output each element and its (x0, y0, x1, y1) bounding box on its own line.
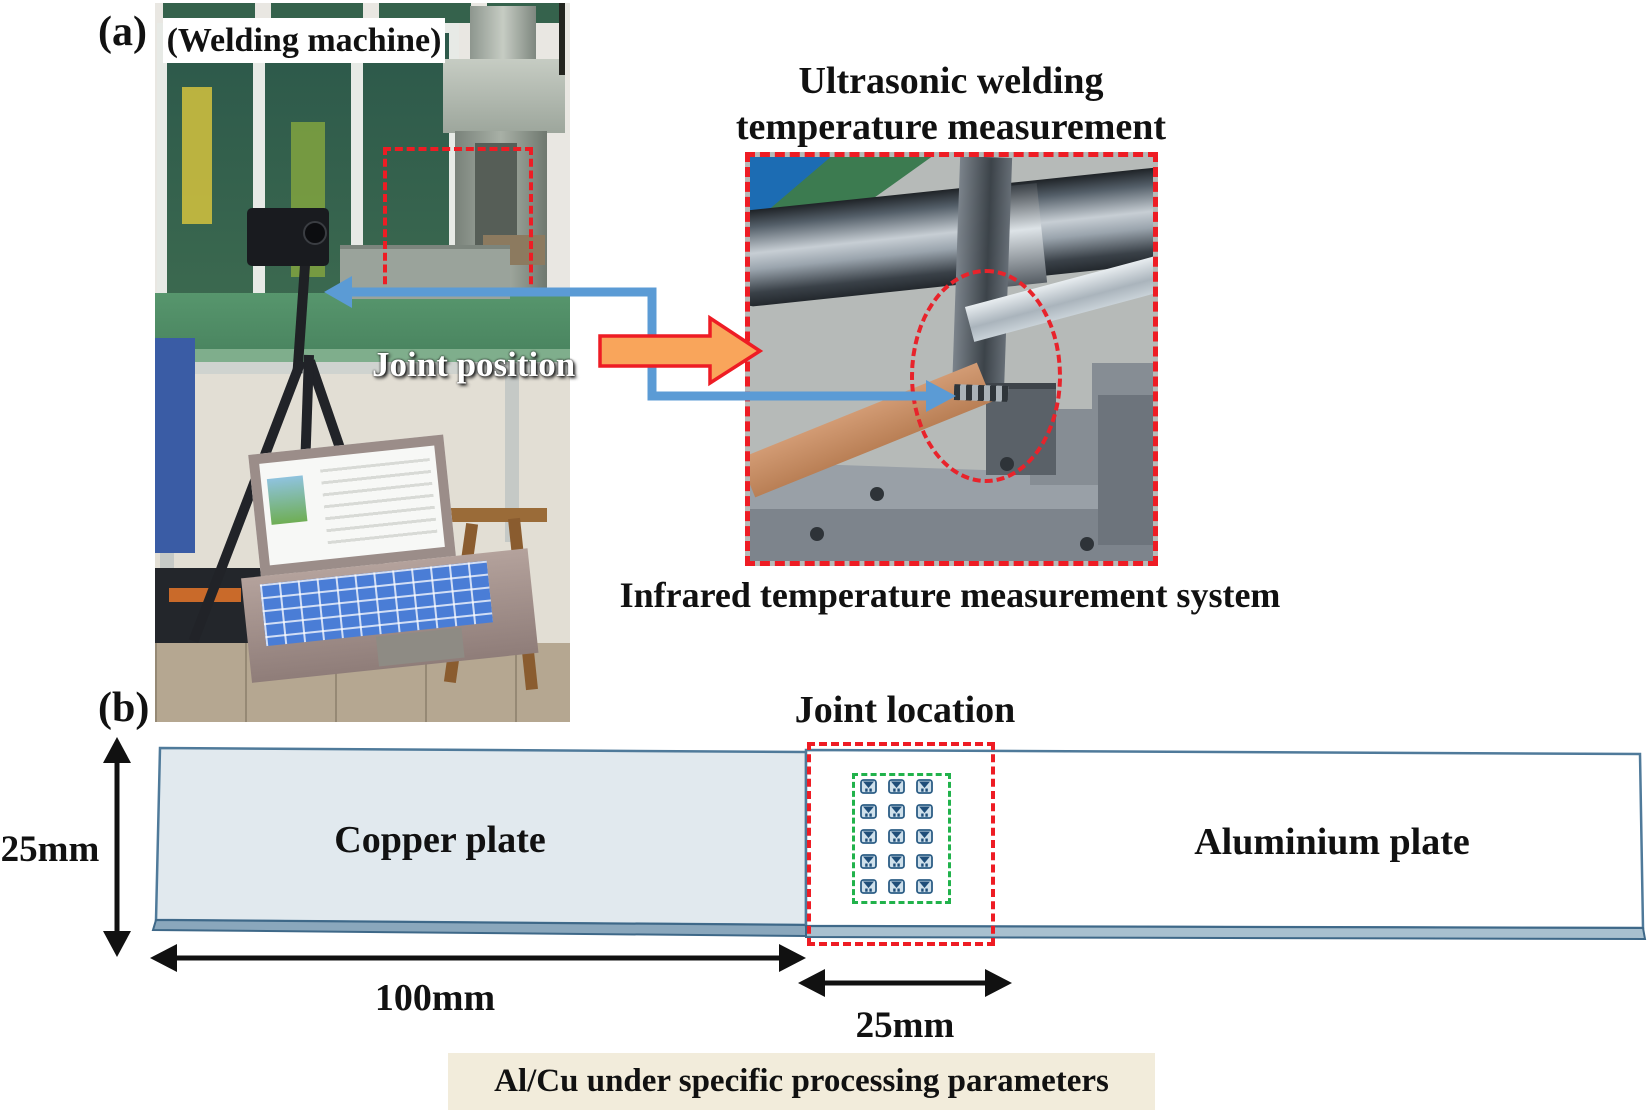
green-table (155, 293, 570, 351)
joint-width-dimension-label: 25mm (855, 1005, 955, 1046)
weld-head-highlight-box (383, 147, 533, 296)
panel-a-label: (a) (98, 9, 147, 55)
clamp-block-right (1098, 395, 1153, 545)
poster (182, 86, 212, 224)
weld-spot-icon (860, 854, 877, 869)
copper-plate-thickness-edge (151, 918, 807, 938)
screen-text-lines (320, 458, 438, 550)
bolt (810, 527, 824, 541)
frame-post (505, 374, 519, 542)
laptop (227, 418, 547, 702)
weld-spot-icon (888, 854, 905, 869)
length-arrowhead-left (150, 944, 177, 972)
aluminium-plate-label: Aluminium plate (1194, 821, 1470, 863)
height-arrowhead-top (103, 737, 131, 763)
weld-spot-icon (888, 779, 905, 794)
copper-length-dimension-label: 100mm (374, 977, 496, 1019)
detail-photo-caption: Infrared temperature measurement system (619, 575, 1281, 615)
joint-arrowhead-right (985, 969, 1012, 997)
weld-spot-grid (860, 779, 944, 904)
weld-spot-icon (888, 804, 905, 819)
detail-photo-title: Ultrasonic welding temperature measureme… (700, 58, 1202, 151)
weld-spot-icon (888, 879, 905, 894)
detail-title-line2: temperature measurement (735, 106, 1167, 149)
joint-position-label: Joint position (372, 345, 576, 384)
stool (443, 508, 547, 522)
blue-cabinet (155, 338, 195, 553)
machine-cable (559, 3, 565, 75)
weld-spot-icon (888, 829, 905, 844)
weld-spot-icon (916, 854, 933, 869)
weld-spot-icon (916, 804, 933, 819)
thermal-image-thumbnail (266, 475, 308, 525)
machine-photo-caption-box: (Welding machine) (163, 18, 445, 63)
camera-lens (303, 221, 327, 245)
weld-spot-icon (916, 779, 933, 794)
figure-caption: Al/Cu under specific processing paramete… (494, 1063, 1109, 1099)
bolt (1080, 537, 1094, 551)
joint-location-label: Joint location (794, 689, 1016, 731)
figure-caption-box: Al/Cu under specific processing paramete… (448, 1053, 1155, 1110)
detail-title-line1: Ultrasonic welding (798, 60, 1104, 102)
joint-highlight-circle (910, 269, 1062, 483)
bolt (870, 487, 884, 501)
height-arrowhead-bottom (103, 931, 131, 957)
weld-spot-icon (860, 829, 877, 844)
weld-joint-detail-photo (745, 152, 1158, 566)
machine-head-block (443, 59, 565, 133)
copper-plate-label: Copper plate (334, 819, 546, 861)
machine-top-cylinder (470, 6, 536, 61)
base-plate-lower (750, 509, 1153, 561)
weld-spot-icon (916, 879, 933, 894)
joint-arrowhead-left (798, 969, 825, 997)
length-arrowhead-right (779, 944, 806, 972)
machine-photo-caption: (Welding machine) (166, 22, 442, 59)
weld-spot-icon (860, 879, 877, 894)
weld-spot-icon (860, 779, 877, 794)
zoom-arrow (598, 314, 764, 387)
plate-height-dimension-label: 25mm (0, 829, 100, 870)
weld-spot-icon (860, 804, 877, 819)
window-pane (167, 33, 253, 331)
panel-b-label: (b) (98, 685, 150, 731)
welding-machine-photo (155, 3, 570, 722)
weld-spot-icon (916, 829, 933, 844)
